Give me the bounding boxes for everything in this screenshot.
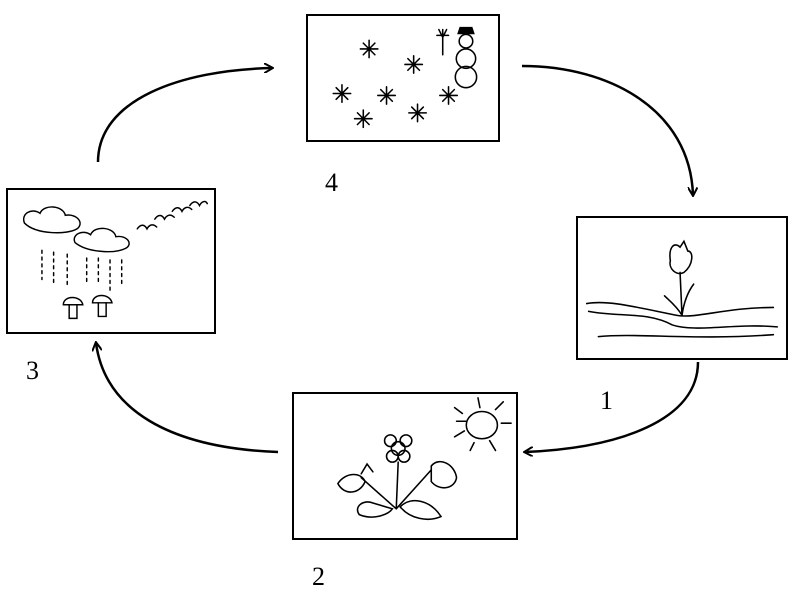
panel-winter (306, 14, 500, 142)
panel-summer (292, 392, 518, 540)
snowflake-icon (408, 103, 428, 123)
flying-birds-icon (136, 200, 209, 231)
sun-icon (453, 397, 512, 452)
snowflake-icon (359, 39, 379, 59)
panel-autumn (6, 188, 216, 334)
stage-number-4: 4 (325, 168, 338, 197)
snowflake-icon (353, 109, 373, 129)
snowflake-icon (332, 84, 352, 103)
spring-scene-illustration (585, 239, 779, 338)
melting-snow-lines (585, 301, 779, 338)
arrow-3-to-4 (96, 68, 272, 163)
snowflake-icon (439, 85, 459, 105)
autumn-scene-illustration (22, 200, 209, 320)
panel-spring (576, 216, 788, 360)
winter-scene-illustration (332, 26, 478, 129)
arrow-2-to-3 (96, 343, 279, 454)
snowman-icon (436, 26, 478, 89)
rain-cloud-icon (22, 206, 130, 253)
snowflake-icon (404, 54, 424, 74)
mushrooms-icon (62, 294, 113, 320)
snowdrop-flower-icon (663, 239, 695, 316)
stage-number-2: 2 (312, 562, 325, 591)
stage-number-3: 3 (26, 356, 39, 385)
strawberry-plant-icon (336, 434, 458, 520)
stage-number-1: 1 (600, 386, 613, 415)
rain-drops (41, 249, 123, 292)
snowflake-icon (377, 85, 397, 105)
summer-scene-illustration (336, 397, 512, 520)
arrow-1-to-2 (525, 361, 700, 452)
arrow-4-to-1 (521, 64, 693, 195)
